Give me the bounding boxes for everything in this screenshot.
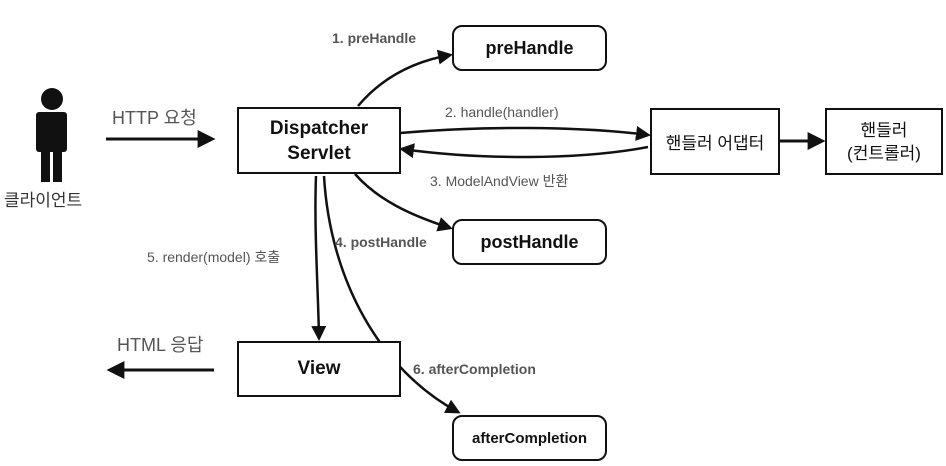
step-6-label: 6. afterCompletion xyxy=(413,361,536,377)
prehandle-arrow xyxy=(357,49,453,107)
step-5-label: 5. render(model) 호출 xyxy=(147,249,281,265)
after-completion-arrow xyxy=(322,175,461,414)
handler-adapter-label: 핸들러 어댑터 xyxy=(665,134,765,153)
posthandle-box-label: postHandle xyxy=(480,231,579,252)
client-label: 클라이언트 xyxy=(4,191,83,210)
step-2-label: 2. handle(handler) xyxy=(445,104,559,120)
model-and-view-arrow xyxy=(399,143,649,159)
handle-arrow xyxy=(399,125,651,141)
step-3-label: 3. ModelAndView 반환 xyxy=(430,173,569,189)
dispatcher-servlet-label: Dispatcher Servlet xyxy=(269,117,369,164)
posthandle-arrow xyxy=(354,173,453,232)
handler-box: 핸들러 (컨트롤러) xyxy=(825,108,943,175)
person-icon xyxy=(36,88,67,182)
handler-adapter-box: 핸들러 어댑터 xyxy=(650,108,780,175)
dispatcher-servlet-box: Dispatcher Servlet xyxy=(237,107,401,174)
view-box: View xyxy=(237,341,401,397)
prehandle-box-label: preHandle xyxy=(485,37,574,58)
prehandle-box: preHandle xyxy=(452,25,607,71)
handler-label: 핸들러 (컨트롤러) xyxy=(847,120,921,163)
posthandle-box: postHandle xyxy=(452,219,607,265)
step-4-label: 4. postHandle xyxy=(335,234,427,250)
step-1-label: 1. preHandle xyxy=(332,30,417,46)
http-response-label: HTML 응답 xyxy=(117,335,204,355)
http-request-label: HTTP 요청 xyxy=(112,108,197,128)
render-arrow xyxy=(311,175,327,341)
after-completion-box: afterCompletion xyxy=(452,415,607,461)
after-completion-box-label: afterCompletion xyxy=(471,429,587,447)
view-label: View xyxy=(297,358,341,379)
